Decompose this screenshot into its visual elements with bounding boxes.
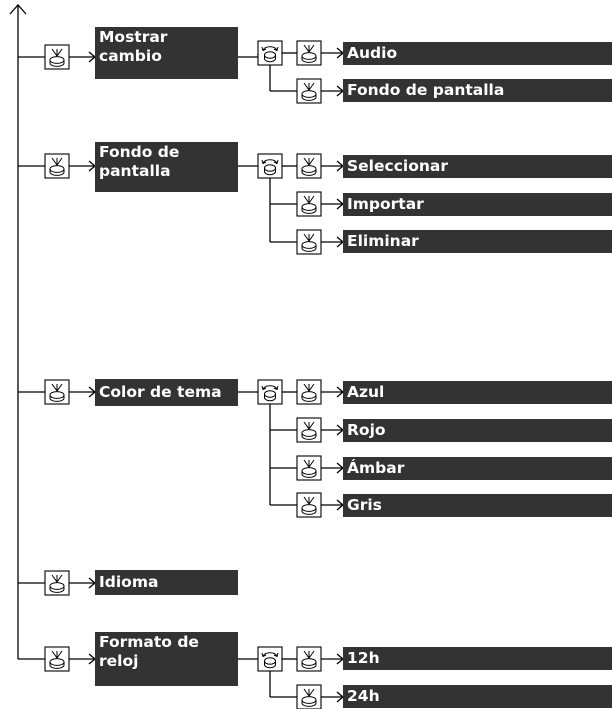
option-gris: Gris — [343, 494, 612, 517]
menu-item-mostrar-cambio: Mostrar cambio — [95, 27, 238, 79]
option-24h: 24h — [343, 685, 612, 708]
press-select-knob-icon — [296, 455, 322, 481]
option-fondo-de-pantalla: Fondo de pantalla — [343, 79, 612, 102]
press-select-knob-icon — [296, 684, 322, 709]
press-select-knob-icon — [44, 646, 70, 672]
up-arrow-head — [9, 4, 27, 15]
press-select-knob-icon — [44, 379, 70, 405]
rotate-knob-icon — [257, 153, 283, 179]
option-ambar: Ámbar — [343, 457, 612, 480]
press-select-knob-icon — [296, 229, 322, 255]
option-seleccionar: Seleccionar — [343, 155, 612, 178]
option-importar: Importar — [343, 193, 612, 216]
press-select-knob-icon — [296, 492, 322, 518]
press-select-knob-icon — [44, 570, 70, 596]
press-select-knob-icon — [296, 417, 322, 443]
press-select-knob-icon — [296, 40, 322, 66]
rotate-knob-icon — [257, 379, 283, 405]
press-select-knob-icon — [44, 153, 70, 179]
press-select-knob-icon — [296, 153, 322, 179]
rotate-knob-icon — [257, 40, 283, 66]
press-select-knob-icon — [296, 78, 322, 104]
option-eliminar: Eliminar — [343, 230, 612, 253]
menu-item-formato-de-reloj: Formato de reloj — [95, 632, 238, 686]
menu-item-fondo-de-pantalla: Fondo de pantalla — [95, 142, 238, 192]
press-select-knob-icon — [296, 379, 322, 405]
menu-item-idioma: Idioma — [95, 570, 238, 595]
option-12h: 12h — [343, 647, 612, 670]
option-rojo: Rojo — [343, 419, 612, 442]
option-azul: Azul — [343, 381, 612, 404]
press-select-knob-icon — [296, 191, 322, 217]
press-select-knob-icon — [296, 646, 322, 672]
menu-item-color-de-tema: Color de tema — [95, 379, 238, 406]
rotate-knob-icon — [257, 646, 283, 672]
option-audio: Audio — [343, 42, 612, 65]
press-select-knob-icon — [44, 44, 70, 70]
